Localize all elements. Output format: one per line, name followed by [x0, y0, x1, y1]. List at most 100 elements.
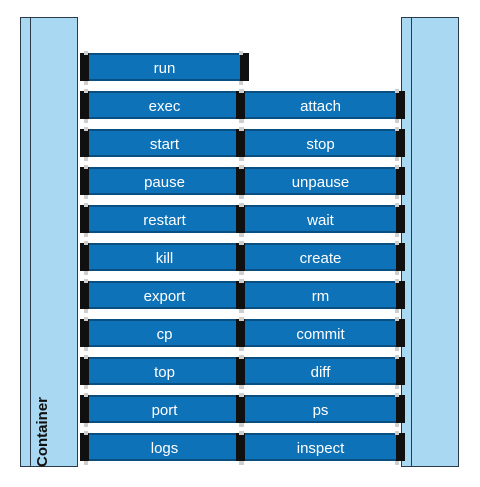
connector-bead — [84, 203, 88, 207]
connector-bead — [240, 309, 244, 313]
connector-bead — [395, 393, 399, 397]
command-label: start — [149, 136, 180, 153]
connector-bead — [395, 279, 399, 283]
command-label: attach — [300, 98, 341, 115]
connector-bead — [240, 271, 244, 275]
connector-bead — [240, 241, 244, 245]
command-inspect: inspect — [236, 431, 405, 465]
connector-bead — [84, 355, 88, 359]
connector-bead — [395, 355, 399, 359]
container-pillar-left — [20, 17, 78, 467]
command-label: unpause — [291, 174, 350, 191]
connector-bead — [84, 385, 88, 389]
connector-bead — [240, 347, 244, 351]
connector-bead — [395, 431, 399, 435]
connector-bead — [240, 355, 244, 359]
command-logs: logs — [80, 431, 249, 465]
connector-bead — [84, 241, 88, 245]
connector-bead — [395, 233, 399, 237]
connector-bead — [240, 233, 244, 237]
command-attach: attach — [236, 89, 405, 123]
command-label: inspect — [296, 440, 345, 457]
pillar-divider — [411, 18, 412, 466]
command-commit: commit — [236, 317, 405, 351]
connector-bead — [84, 461, 88, 465]
command-diff: diff — [236, 355, 405, 389]
connector-bead — [239, 51, 243, 55]
command-label: wait — [307, 212, 334, 229]
connector-bead — [240, 385, 244, 389]
connector-bead — [239, 81, 243, 85]
connector-bead — [240, 157, 244, 161]
connector-bead — [240, 393, 244, 397]
connector-bead — [240, 431, 244, 435]
command-label: run — [153, 60, 176, 77]
connector-bead — [84, 127, 88, 131]
connector-bead — [84, 317, 88, 321]
command-label: export — [143, 288, 186, 305]
command-label: exec — [148, 98, 181, 115]
connector-bead — [395, 203, 399, 207]
command-cp: cp — [80, 317, 249, 351]
connector-bead — [395, 347, 399, 351]
connector-bead — [395, 385, 399, 389]
command-start: start — [80, 127, 249, 161]
command-wait: wait — [236, 203, 405, 237]
connector-bead — [395, 119, 399, 123]
connector-bead — [84, 157, 88, 161]
command-run: run — [80, 51, 249, 85]
connector-bead — [84, 119, 88, 123]
command-create: create — [236, 241, 405, 275]
connector-bead — [240, 317, 244, 321]
connector-bead — [395, 195, 399, 199]
command-restart: restart — [80, 203, 249, 237]
connector-bead — [240, 119, 244, 123]
command-label: ps — [312, 402, 329, 419]
connector-bead — [84, 347, 88, 351]
connector-bead — [84, 195, 88, 199]
command-ps: ps — [236, 393, 405, 427]
connector-bead — [84, 271, 88, 275]
connector-bead — [395, 423, 399, 427]
command-label: restart — [143, 212, 186, 229]
connector-bead — [395, 89, 399, 93]
connector-bead — [84, 431, 88, 435]
connector-bead — [240, 165, 244, 169]
command-label: logs — [150, 440, 179, 457]
command-label: cp — [156, 326, 173, 343]
command-pause: pause — [80, 165, 249, 199]
command-label: commit — [296, 326, 345, 343]
connector-bead — [395, 271, 399, 275]
connector-bead — [240, 89, 244, 93]
command-stop: stop — [236, 127, 405, 161]
command-export: export — [80, 279, 249, 313]
connector-bead — [84, 233, 88, 237]
command-label: kill — [155, 250, 174, 267]
container-label: Container — [34, 396, 51, 467]
connector-bead — [84, 393, 88, 397]
pillar-divider — [30, 18, 31, 466]
command-label: pause — [144, 174, 185, 191]
connector-bead — [395, 309, 399, 313]
connector-bead — [84, 279, 88, 283]
command-rm: rm — [236, 279, 405, 313]
connector-bead — [240, 127, 244, 131]
connector-bead — [395, 241, 399, 245]
connector-bead — [240, 279, 244, 283]
connector-bead — [84, 51, 88, 55]
command-label: stop — [306, 136, 335, 153]
connector-bead — [395, 157, 399, 161]
connector-bead — [395, 317, 399, 321]
connector-bead — [240, 423, 244, 427]
connector-bead — [240, 461, 244, 465]
connector-bead — [84, 81, 88, 85]
command-label: rm — [311, 288, 330, 305]
connector-bead — [240, 195, 244, 199]
command-exec: exec — [80, 89, 249, 123]
connector-bead — [395, 165, 399, 169]
connector-bead — [240, 203, 244, 207]
container-pillar-right — [401, 17, 459, 467]
command-label: diff — [310, 364, 331, 381]
command-label: create — [299, 250, 342, 267]
command-unpause: unpause — [236, 165, 405, 199]
